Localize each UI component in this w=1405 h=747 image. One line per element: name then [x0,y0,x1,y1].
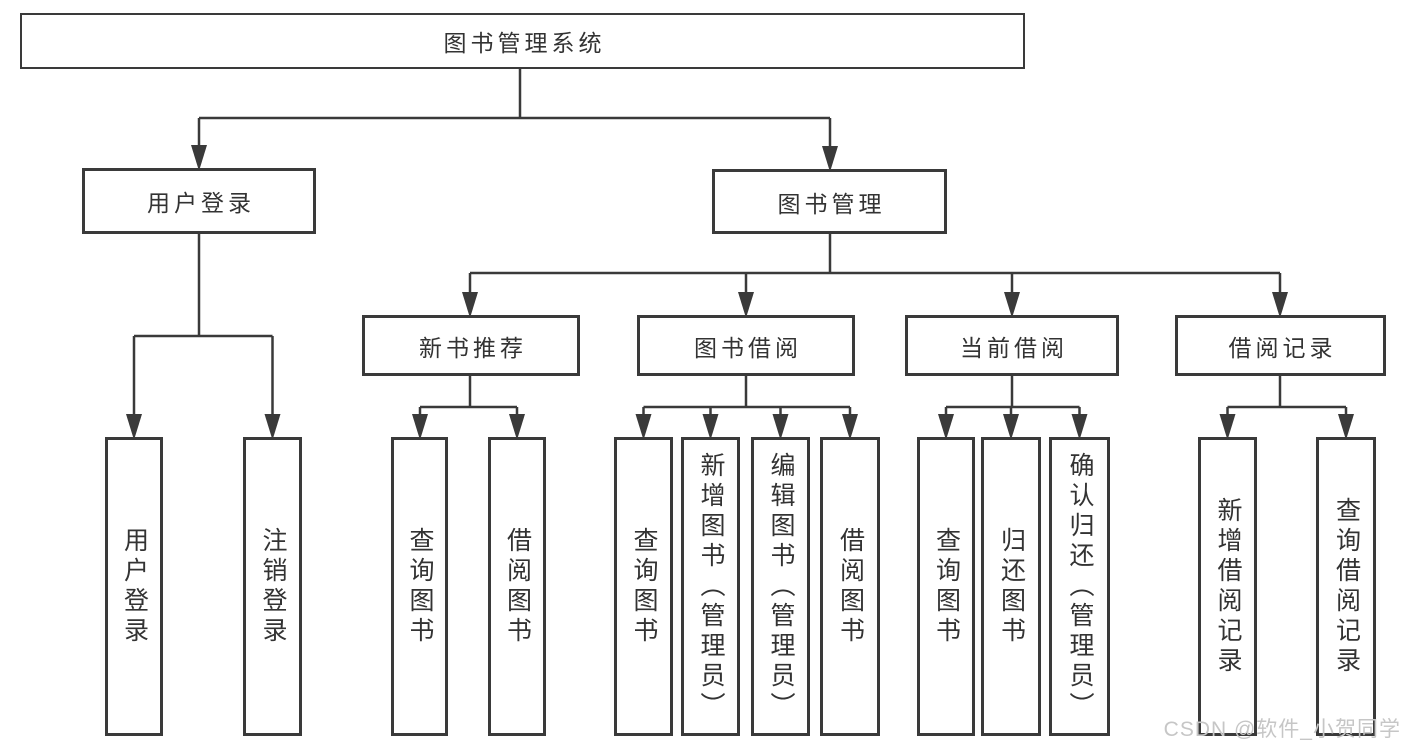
node-label: 当前借阅 [960,334,1068,361]
node-label: 确认归还（管理员） [1066,451,1094,722]
node-user-login: 用户登录 [82,168,316,234]
leaf-edit-books-admin: 编辑图书（管理员） [751,437,810,736]
node-label: 查询图书 [630,526,658,647]
leaf-user-login: 用户登录 [105,437,163,736]
node-current-borrowing: 当前借阅 [905,315,1119,376]
node-label: 用户登录 [120,526,149,647]
node-label: 借阅图书 [836,526,865,647]
node-label: 图书管理系统 [443,30,606,56]
watermark: CSDN @软件_小贺同学 [1163,718,1401,741]
node-label: 新增图书（管理员） [697,451,725,722]
node-library-system: 图书管理系统 [20,13,1025,69]
leaf-add-borrow-record: 新增借阅记录 [1198,437,1257,736]
node-label: 新增借阅记录 [1214,496,1242,677]
leaf-borrow-books-recommend: 借阅图书 [488,437,546,736]
node-label: 注销登录 [259,526,287,647]
node-new-book-recommend: 新书推荐 [362,315,580,376]
node-label: 用户登录 [147,190,255,216]
leaf-add-books-admin: 新增图书（管理员） [681,437,740,736]
node-label: 归还图书 [997,526,1026,647]
leaf-logout: 注销登录 [243,437,302,736]
arrowheads [126,145,1354,440]
node-book-borrowing: 图书借阅 [637,315,855,376]
node-label: 借阅记录 [1228,334,1337,361]
leaf-return-books: 归还图书 [981,437,1041,736]
connector-stems [132,69,1348,422]
node-label: 查询图书 [406,526,434,647]
node-label: 图书管理 [777,190,886,217]
node-label: 借阅图书 [503,526,532,647]
node-borrowing-records: 借阅记录 [1175,315,1386,376]
node-label: 图书借阅 [694,334,802,361]
node-label: 编辑图书（管理员） [767,451,795,722]
leaf-borrow-books: 借阅图书 [820,437,880,736]
leaf-query-books-borrowing: 查询图书 [614,437,673,736]
node-label: 新书推荐 [419,334,527,361]
node-label: 查询借阅记录 [1332,496,1361,677]
node-label: 查询图书 [932,526,961,647]
node-book-management: 图书管理 [712,169,947,234]
leaf-query-books-recommend: 查询图书 [391,437,448,736]
leaf-confirm-return-admin: 确认归还（管理员） [1049,437,1110,736]
leaf-query-borrow-record: 查询借阅记录 [1316,437,1376,736]
leaf-query-books-current: 查询图书 [917,437,975,736]
